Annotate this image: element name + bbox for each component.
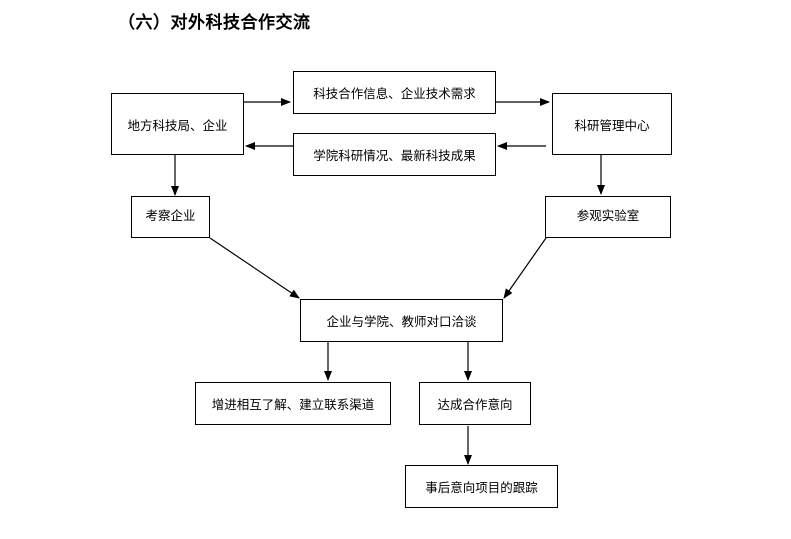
node-visit-lab: 参观实验室 (545, 196, 671, 238)
node-label: 科研管理中心 (574, 117, 650, 133)
node-research-center: 科研管理中心 (552, 93, 672, 155)
arrow-lab-to-negotiation (503, 237, 547, 299)
node-label: 考察企业 (145, 208, 196, 223)
node-label: 科技合作信息、企业技术需求 (313, 86, 476, 101)
node-college-results: 学院科研情况、最新科技成果 (293, 133, 496, 176)
node-label: 参观实验室 (576, 208, 640, 223)
page-title: （六）对外科技合作交流 (118, 13, 311, 33)
node-inspect-company: 考察企业 (131, 196, 210, 238)
node-label: 事后意向项目的跟踪 (425, 480, 538, 495)
node-label: 学院科研情况、最新科技成果 (313, 148, 476, 163)
node-local-sci-bureau: 地方科技局、企业 (111, 93, 244, 155)
node-label: 增进相互了解、建立联系渠道 (211, 397, 375, 412)
node-negotiation: 企业与学院、教师对口洽谈 (300, 299, 503, 342)
node-label: 地方科技局、企业 (127, 117, 228, 133)
node-project-tracking: 事后意向项目的跟踪 (405, 465, 558, 508)
node-mutual-understanding: 增进相互了解、建立联系渠道 (195, 382, 391, 425)
node-label: 企业与学院、教师对口洽谈 (326, 314, 477, 329)
node-info-demand: 科技合作信息、企业技术需求 (293, 71, 496, 114)
node-label: 达成合作意向 (437, 397, 513, 412)
arrow-inspect-to-negotiation (209, 237, 300, 299)
node-cooperation-intent: 达成合作意向 (419, 382, 531, 425)
